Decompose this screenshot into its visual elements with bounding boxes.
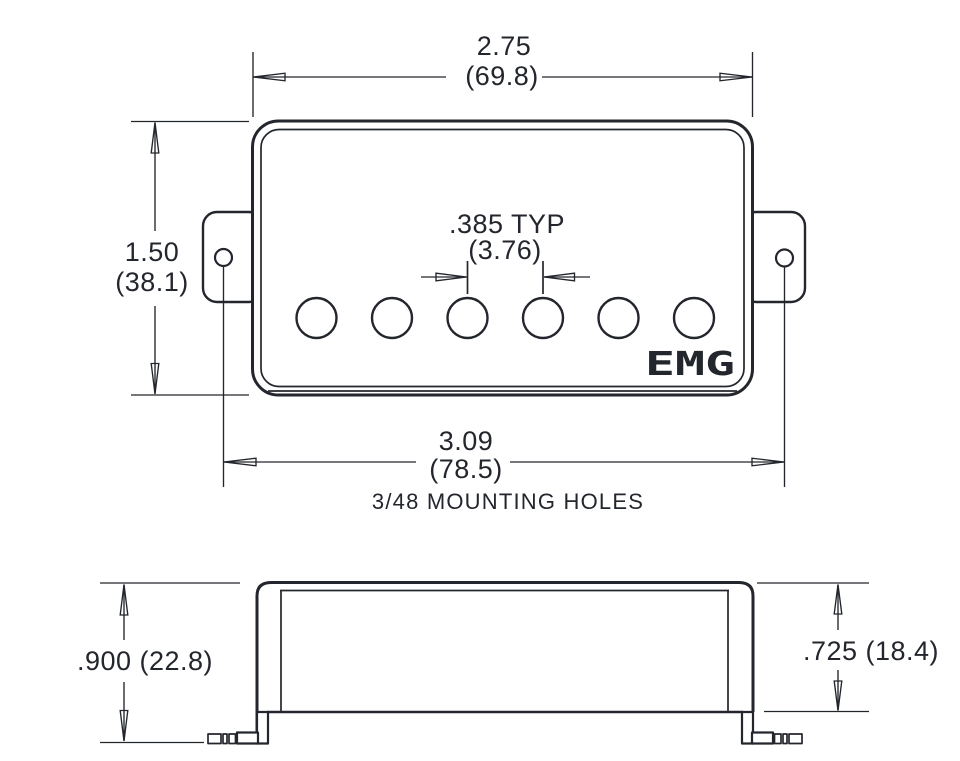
- pole-pieces: [295, 296, 716, 340]
- dim-width-in: 2.75: [477, 31, 532, 61]
- arrowhead-up: [150, 122, 160, 154]
- pole-piece-5: [597, 296, 640, 340]
- pole-piece-4: [521, 296, 565, 340]
- arrowhead-down: [150, 362, 160, 395]
- mounting-holes-note: 3/48 MOUNTING HOLES: [372, 489, 644, 514]
- screw-thread-right: [773, 733, 782, 745]
- pole-piece-1: [295, 296, 338, 340]
- dim-mounting-span-in: 3.09: [439, 426, 494, 456]
- dim-mounting-span-mm: (78.5): [429, 454, 503, 484]
- pole-piece-3: [446, 296, 489, 340]
- dim-height-in: 1.50: [125, 237, 180, 267]
- flange-riser-right: [740, 710, 755, 745]
- screw-thread-left: [228, 733, 237, 745]
- arrowhead-left: [543, 272, 576, 282]
- arrowhead-right: [435, 272, 467, 282]
- dim-pole-spacing: .385 TYP (3.76): [421, 209, 590, 294]
- arrowhead-up: [119, 584, 129, 616]
- arrowhead-down: [833, 680, 843, 711]
- side-profile-outline: [255, 581, 755, 744]
- dim-width-mm: (69.8): [465, 61, 539, 91]
- flange-foot-right: [750, 731, 775, 745]
- arrowhead-left: [223, 457, 257, 467]
- dim-height-mm: (38.1): [115, 267, 189, 297]
- pole-piece-6: [672, 296, 716, 340]
- flange-foot-left: [235, 731, 260, 745]
- screw-head-right: [788, 733, 803, 745]
- top-view: EMG: [201, 119, 807, 397]
- arrowhead-down: [119, 709, 129, 742]
- screw-thread-right: [782, 733, 788, 745]
- arrowhead-up: [833, 584, 843, 615]
- dim-body-height-label: .725 (18.4): [803, 636, 939, 666]
- dim-overall-height-label: .900 (22.8): [77, 646, 213, 676]
- flange-right: [740, 710, 803, 745]
- mounting-hole-left: [213, 247, 234, 268]
- dim-body-height: .725 (18.4): [757, 582, 939, 713]
- dim-width: 2.75 (69.8): [252, 31, 754, 117]
- side-view: [207, 581, 803, 745]
- dim-pole-spacing-in: .385 TYP: [449, 209, 565, 239]
- arrowhead-right: [719, 72, 753, 82]
- mounting-hole-right: [774, 248, 795, 268]
- arrowhead-left: [253, 72, 286, 82]
- arrowhead-right: [751, 457, 785, 467]
- flange-left: [207, 710, 270, 745]
- screw-head-left: [207, 733, 222, 745]
- screw-thread-left: [222, 733, 228, 745]
- dim-height: 1.50 (38.1): [115, 120, 249, 396]
- pole-piece-2: [370, 296, 414, 340]
- dim-mounting-span: 3.09 (78.5) 3/48 MOUNTING HOLES: [222, 266, 786, 514]
- emg-logo: EMG: [645, 344, 735, 383]
- pickup-body-bevel: [260, 128, 745, 388]
- dim-pole-spacing-mm: (3.76): [468, 235, 542, 265]
- dim-overall-height: .900 (22.8): [77, 582, 240, 744]
- flange-riser-left: [255, 710, 270, 745]
